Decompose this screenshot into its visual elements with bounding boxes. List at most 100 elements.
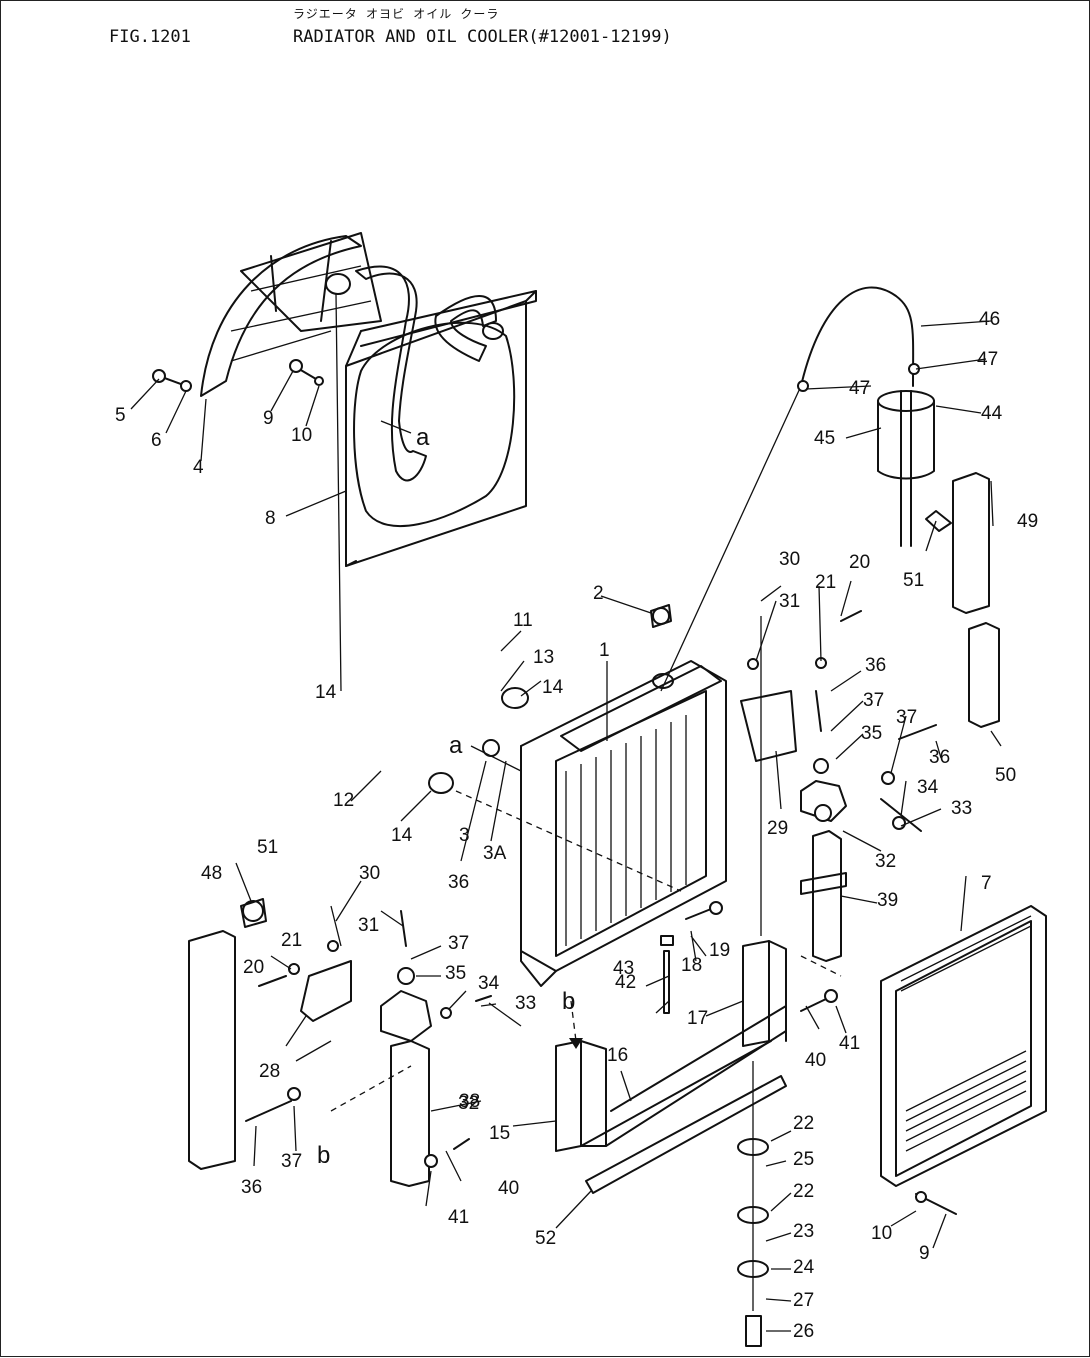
callout-9: 9 — [263, 408, 274, 429]
callout-19: 19 — [709, 940, 730, 961]
callout-3A: 3A — [483, 843, 507, 864]
callout-52: 52 — [535, 1228, 556, 1249]
callout-39: 39 — [877, 890, 898, 911]
support-post — [800, 830, 847, 962]
hose-clamp — [325, 273, 351, 295]
callout-32: 32 — [458, 1093, 479, 1114]
callout-47: 47 — [849, 378, 870, 399]
reference-mark-b: b — [562, 988, 575, 1015]
callout-44: 44 — [981, 403, 1003, 424]
callout-50: 50 — [995, 765, 1016, 786]
callout-4: 4 — [193, 457, 204, 478]
callout-14: 14 — [315, 682, 337, 703]
bracket — [740, 690, 797, 762]
callout-47: 47 — [977, 349, 998, 370]
callout-10: 10 — [871, 1223, 892, 1244]
reference-mark-a: a — [416, 424, 430, 451]
callout-36: 36 — [241, 1177, 262, 1198]
lower-hose — [355, 265, 427, 482]
callout-48: 48 — [201, 863, 222, 884]
callout-34: 34 — [917, 777, 939, 798]
leader-lines — [130, 293, 1002, 1332]
callout-21: 21 — [815, 572, 836, 593]
hose-route-line — [660, 385, 802, 692]
upper-hose — [434, 295, 497, 362]
callout-36: 36 — [448, 872, 469, 893]
support-post — [390, 1040, 430, 1187]
callout-14: 14 — [391, 825, 413, 846]
callout-35: 35 — [861, 723, 882, 744]
callout-9: 9 — [919, 1243, 930, 1264]
callout-37: 37 — [863, 690, 884, 711]
callout-51: 51 — [257, 837, 278, 858]
oil-cooler — [880, 905, 1047, 1187]
callout-12: 12 — [333, 790, 354, 811]
callout-41: 41 — [448, 1207, 469, 1228]
callout-46: 46 — [979, 309, 1000, 330]
callout-23: 23 — [793, 1221, 814, 1242]
hose-clamp — [501, 687, 529, 709]
callout-6: 6 — [151, 430, 162, 451]
callout-51: 51 — [903, 570, 924, 591]
callout-1: 1 — [599, 640, 610, 661]
callout-25: 25 — [793, 1149, 814, 1170]
callout-37: 37 — [281, 1151, 302, 1172]
hose-clamp — [482, 322, 504, 340]
callout-49: 49 — [1017, 511, 1038, 532]
callout-33: 33 — [951, 798, 972, 819]
callout-43: 43 — [613, 958, 634, 979]
callout-30: 30 — [359, 863, 380, 884]
callout-35: 35 — [445, 963, 466, 984]
callout-3: 3 — [459, 825, 470, 846]
callout-29: 29 — [767, 818, 788, 839]
callout-16: 16 — [607, 1045, 628, 1066]
callout-32: 32 — [875, 851, 896, 872]
callout-45: 45 — [814, 428, 835, 449]
reference-mark-b: b — [317, 1142, 330, 1169]
callout-2: 2 — [593, 583, 604, 604]
callout-13: 13 — [533, 647, 554, 668]
callout-15: 15 — [489, 1123, 510, 1144]
callout-26: 26 — [793, 1321, 814, 1342]
callout-34: 34 — [478, 973, 500, 994]
side-cover — [968, 622, 1000, 728]
callout-31: 31 — [779, 591, 800, 612]
callout-36: 36 — [929, 747, 950, 768]
callout-37: 37 — [896, 707, 917, 728]
mount — [380, 990, 432, 1042]
hose-clamp — [428, 772, 454, 794]
callout-7: 7 — [981, 873, 992, 894]
callout-33: 33 — [515, 993, 536, 1014]
callout-18: 18 — [681, 955, 702, 976]
callout-41: 41 — [839, 1033, 860, 1054]
arrow-b — [569, 1038, 583, 1049]
callout-10: 10 — [291, 425, 312, 446]
side-cover — [188, 930, 236, 1170]
assembly-guide-lines — [330, 790, 842, 1112]
callout-21: 21 — [281, 930, 302, 951]
reserve-tank — [877, 390, 935, 547]
figure-title-japanese: ラジエータ オヨビ オイル クーラ — [293, 7, 500, 21]
callout-36: 36 — [865, 655, 886, 676]
fan-guard — [200, 232, 382, 397]
callout-17: 17 — [687, 1008, 708, 1029]
figure-title: RADIATOR AND OIL COOLER(#12001-12199) — [293, 27, 672, 47]
callout-20: 20 — [243, 957, 264, 978]
callout-28: 28 — [259, 1061, 280, 1082]
callout-11: 11 — [513, 610, 533, 631]
callout-24: 24 — [793, 1257, 815, 1278]
radiator-core — [520, 660, 727, 987]
callout-31: 31 — [358, 915, 379, 936]
callout-30: 30 — [779, 549, 800, 570]
side-cover — [952, 472, 990, 614]
callout-22: 22 — [793, 1181, 814, 1202]
fan-shroud — [345, 290, 537, 567]
mounting-stack — [737, 616, 769, 1347]
fasteners — [152, 359, 957, 1215]
figure-number: FIG.1201 — [109, 27, 191, 47]
overflow-hose — [800, 286, 915, 387]
callout-5: 5 — [115, 405, 126, 426]
callout-40: 40 — [498, 1178, 519, 1199]
callout-22: 22 — [793, 1113, 814, 1134]
